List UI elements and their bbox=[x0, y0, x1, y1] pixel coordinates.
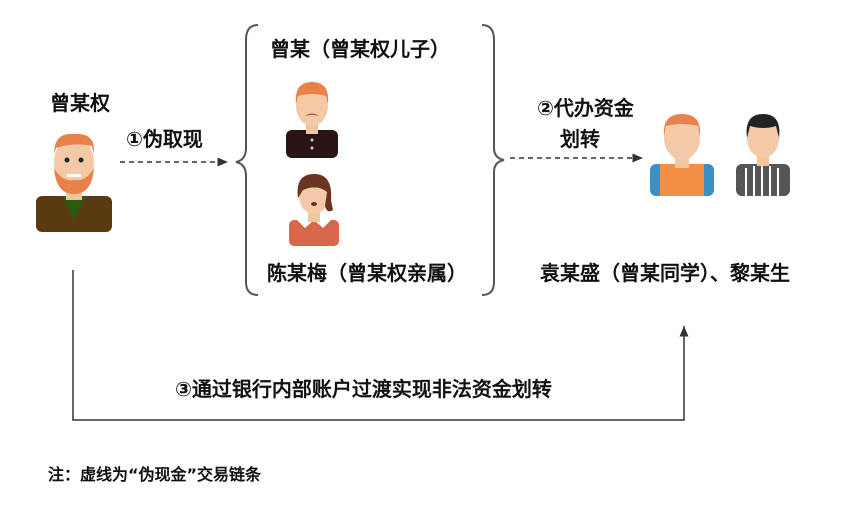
node-label-son: 曾某（曾某权儿子） bbox=[270, 37, 450, 61]
avatar-son-icon bbox=[286, 82, 338, 158]
solid-arrow-step3 bbox=[72, 270, 689, 421]
edge-label-step2-line2: 划转 bbox=[560, 127, 600, 151]
node-label-relative: 陈某梅（曾某权亲属） bbox=[267, 261, 467, 285]
left-brace bbox=[235, 24, 259, 296]
edge-label-step1: ①伪取现 bbox=[126, 127, 203, 151]
right-brace bbox=[481, 24, 505, 296]
edge-label-step3: ③通过银行内部账户过渡实现非法资金划转 bbox=[175, 377, 552, 401]
node-label-recipients: 袁某盛（曾某同学）、黎某生 bbox=[540, 261, 790, 285]
avatar-li-icon bbox=[736, 114, 790, 196]
edge-label-step2-line1: ②代办资金 bbox=[537, 96, 634, 120]
avatar-relative-icon bbox=[289, 174, 339, 246]
avatar-yuan-icon bbox=[650, 114, 714, 196]
node-label-source: 曾某权 bbox=[50, 91, 110, 115]
footnote: 注：虚线为“伪现金”交易链条 bbox=[48, 465, 262, 484]
avatar-source-person-icon bbox=[36, 133, 112, 232]
